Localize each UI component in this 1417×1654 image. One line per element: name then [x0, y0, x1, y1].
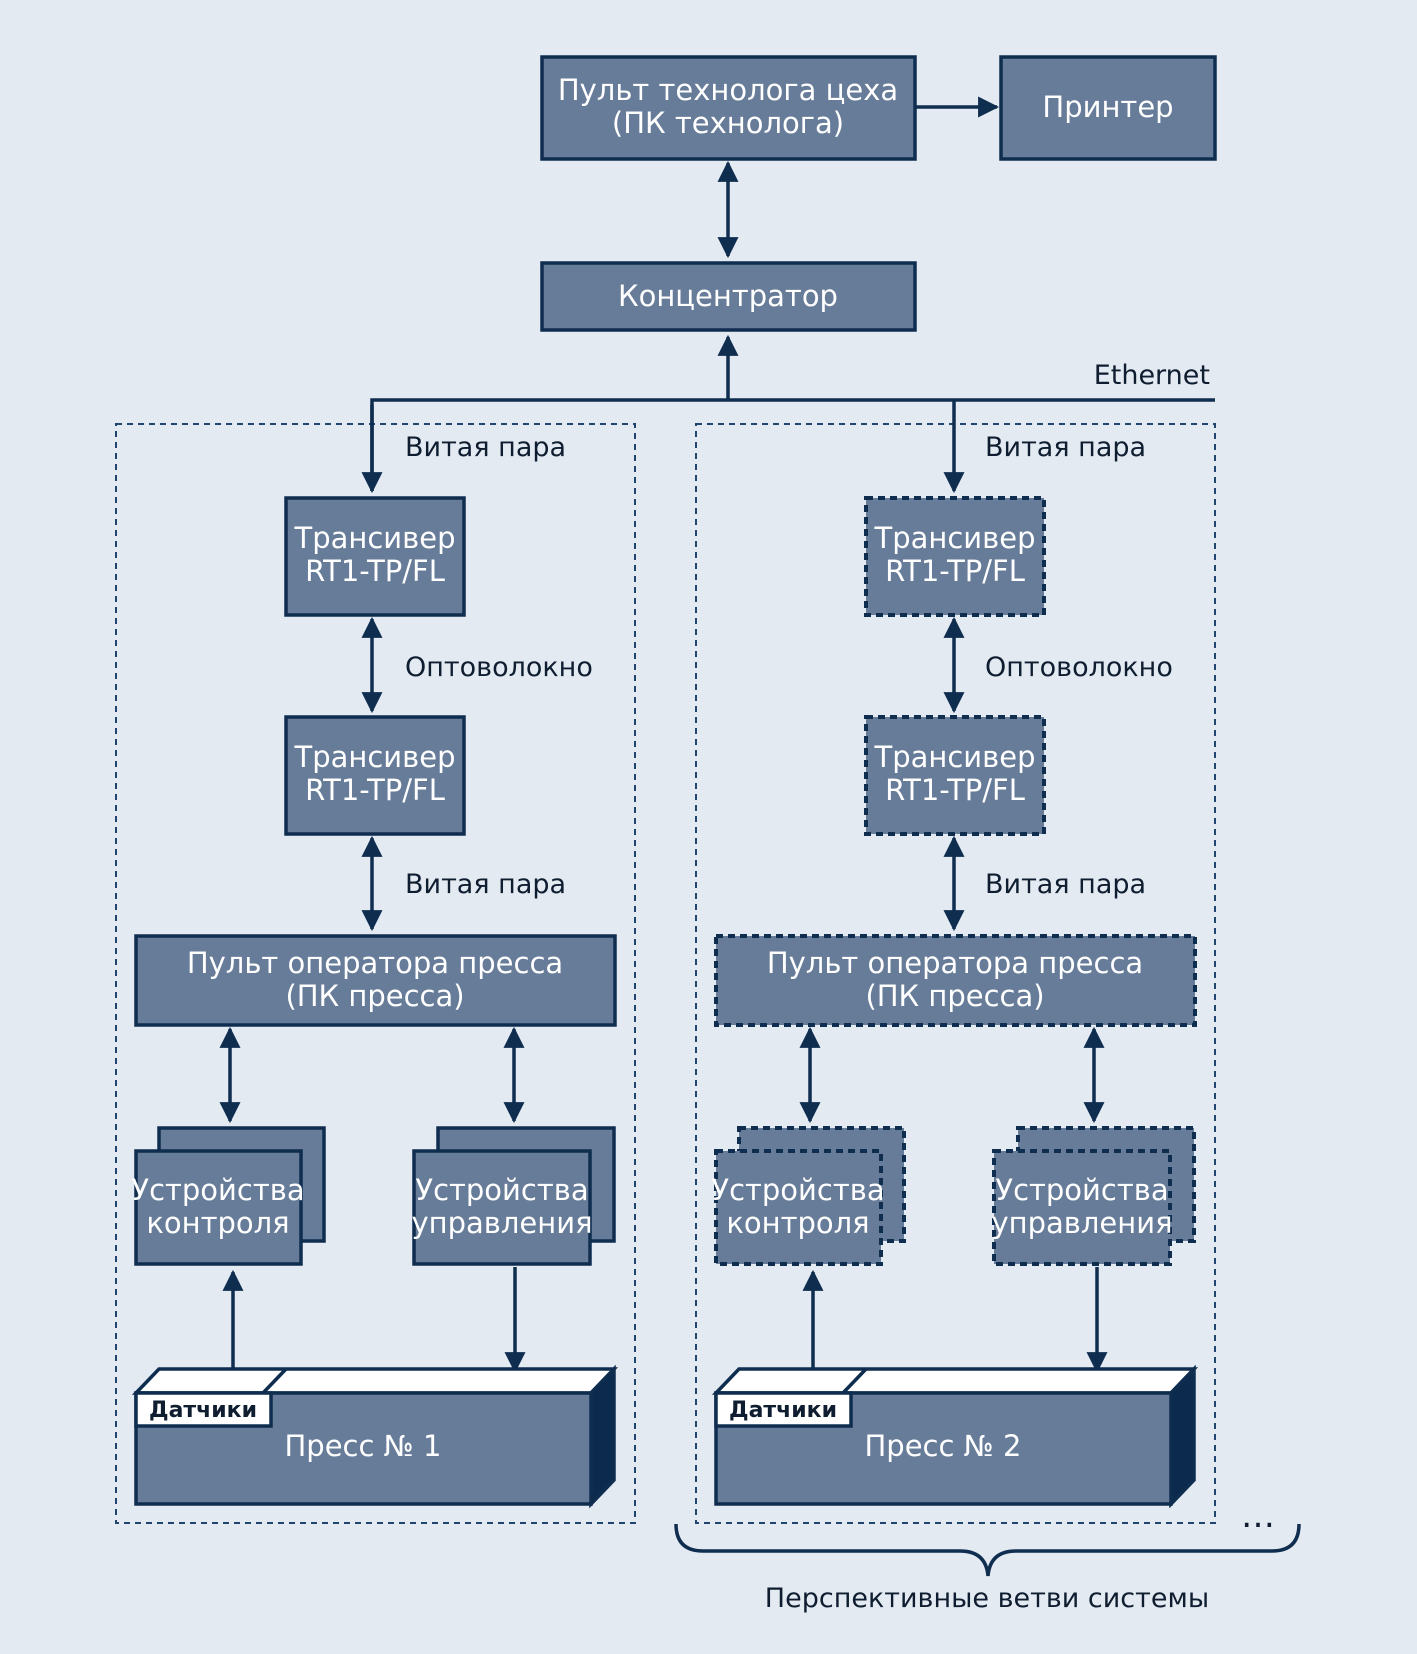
b1-sensors-label: Датчики — [149, 1398, 257, 1423]
b2-control-devices-line1: Устройства — [711, 1173, 884, 1207]
printer-label: Принтер — [1042, 90, 1173, 124]
b2-transceiver-top: Трансивер RT1-TP/FL — [864, 496, 1046, 617]
b1-press-operator-console-box — [134, 934, 617, 1027]
b1-control-devices-line2: контроля — [146, 1206, 289, 1240]
b2-management-devices-line1: Устройства — [995, 1173, 1168, 1207]
b1-control-devices-line1: Устройства — [131, 1173, 304, 1207]
b2-press-label: Пресс № 2 — [865, 1429, 1022, 1463]
technologist-console-box — [540, 55, 917, 161]
b2-sensors-box — [714, 1391, 853, 1428]
b1-transceiver-top-line1: Трансивер — [294, 521, 456, 555]
b2-twisted-top-label: Витая пара — [985, 432, 1146, 463]
b2-transceiver-bottom-box — [864, 715, 1046, 836]
b2-control-devices: Устройства контроля — [711, 1126, 906, 1266]
b1-press-operator-console-line2: (ПК пресса) — [285, 979, 464, 1013]
b1-management-devices: Устройства управления — [411, 1126, 616, 1266]
b1-transceiver-top: Трансивер RT1-TP/FL — [284, 496, 466, 617]
b2-transceiver-top-line1: Трансивер — [874, 521, 1036, 555]
b1-transceiver-bottom-box — [284, 715, 466, 836]
b1-transceiver-bottom: Трансивер RT1-TP/FL — [284, 715, 466, 836]
b2-transceiver-top-line2: RT1-TP/FL — [885, 554, 1025, 588]
b1-management-devices-box — [412, 1149, 592, 1266]
b1-press-label: Пресс № 1 — [285, 1429, 442, 1463]
ethernet-label: Ethernet — [1094, 360, 1210, 391]
b2-press-operator-console-box — [714, 934, 1197, 1027]
b2-control-devices-box — [714, 1149, 883, 1266]
b2-transceiver-bottom-line2: RT1-TP/FL — [885, 773, 1025, 807]
b2-control-devices-line2: контроля — [726, 1206, 869, 1240]
b2-press-operator-console-line1: Пульт оператора пресса — [767, 946, 1143, 980]
b1-control-devices-box — [134, 1149, 303, 1266]
concentrator-node: Концентратор — [540, 261, 917, 332]
b1-fiber-label: Оптоволокно — [405, 652, 593, 683]
b2-press-top-face — [711, 1367, 1199, 1395]
b2-transceiver-bottom-line1: Трансивер — [874, 740, 1036, 774]
b1-press-operator-console-line1: Пульт оператора пресса — [187, 946, 563, 980]
b1-transceiver-bottom-line2: RT1-TP/FL — [305, 773, 445, 807]
b1-sensors-box — [134, 1391, 273, 1428]
b2-management-devices-box — [992, 1149, 1172, 1266]
b2-sensors-label: Датчики — [729, 1398, 837, 1423]
printer-node: Принтер — [999, 55, 1217, 161]
b1-management-devices-line2: управления — [411, 1206, 592, 1240]
b2-fiber-label: Оптоволокно — [985, 652, 1173, 683]
future-branches-label: Перспективные ветви системы — [765, 1583, 1209, 1614]
branch1-region — [115, 423, 636, 1524]
branch2-region — [695, 423, 1216, 1524]
printer-box — [999, 55, 1217, 161]
concentrator-label: Концентратор — [618, 279, 838, 313]
b2-management-devices: Устройства управления — [991, 1126, 1196, 1266]
ellipsis-label: … — [1241, 1496, 1275, 1536]
b2-sensors-divider — [841, 1367, 868, 1395]
b1-sensors-divider — [261, 1367, 288, 1395]
b2-press-side-face — [1169, 1364, 1196, 1509]
technologist-console-line1: Пульт технолога цеха — [558, 73, 898, 107]
b1-transceiver-top-line2: RT1-TP/FL — [305, 554, 445, 588]
future-branches-brace — [674, 1523, 1301, 1577]
b1-twisted-bottom-label: Витая пара — [405, 869, 566, 900]
b2-twisted-bottom-label: Витая пара — [985, 869, 1146, 900]
b1-press-top-face — [131, 1367, 619, 1395]
b1-press: Датчики Пресс № 1 — [131, 1364, 619, 1509]
technologist-console-line2: (ПК технолога) — [612, 106, 844, 140]
concentrator-box — [540, 261, 917, 332]
technologist-console-node: Пульт технолога цеха (ПК технолога) — [540, 55, 917, 161]
b2-transceiver-bottom: Трансивер RT1-TP/FL — [864, 715, 1046, 836]
b2-management-devices-line2: управления — [991, 1206, 1172, 1240]
b2-transceiver-top-box — [864, 496, 1046, 617]
b1-press-side-face — [589, 1364, 616, 1509]
b1-press-operator-console: Пульт оператора пресса (ПК пресса) — [134, 934, 617, 1027]
b1-management-devices-line1: Устройства — [415, 1173, 588, 1207]
b1-control-devices: Устройства контроля — [131, 1126, 326, 1266]
b1-transceiver-bottom-line1: Трансивер — [294, 740, 456, 774]
b2-press-operator-console: Пульт оператора пресса (ПК пресса) — [714, 934, 1197, 1027]
b1-transceiver-top-box — [284, 496, 466, 617]
b2-press: Датчики Пресс № 2 — [711, 1364, 1199, 1509]
b1-twisted-top-label: Витая пара — [405, 432, 566, 463]
b2-press-operator-console-line2: (ПК пресса) — [865, 979, 1044, 1013]
